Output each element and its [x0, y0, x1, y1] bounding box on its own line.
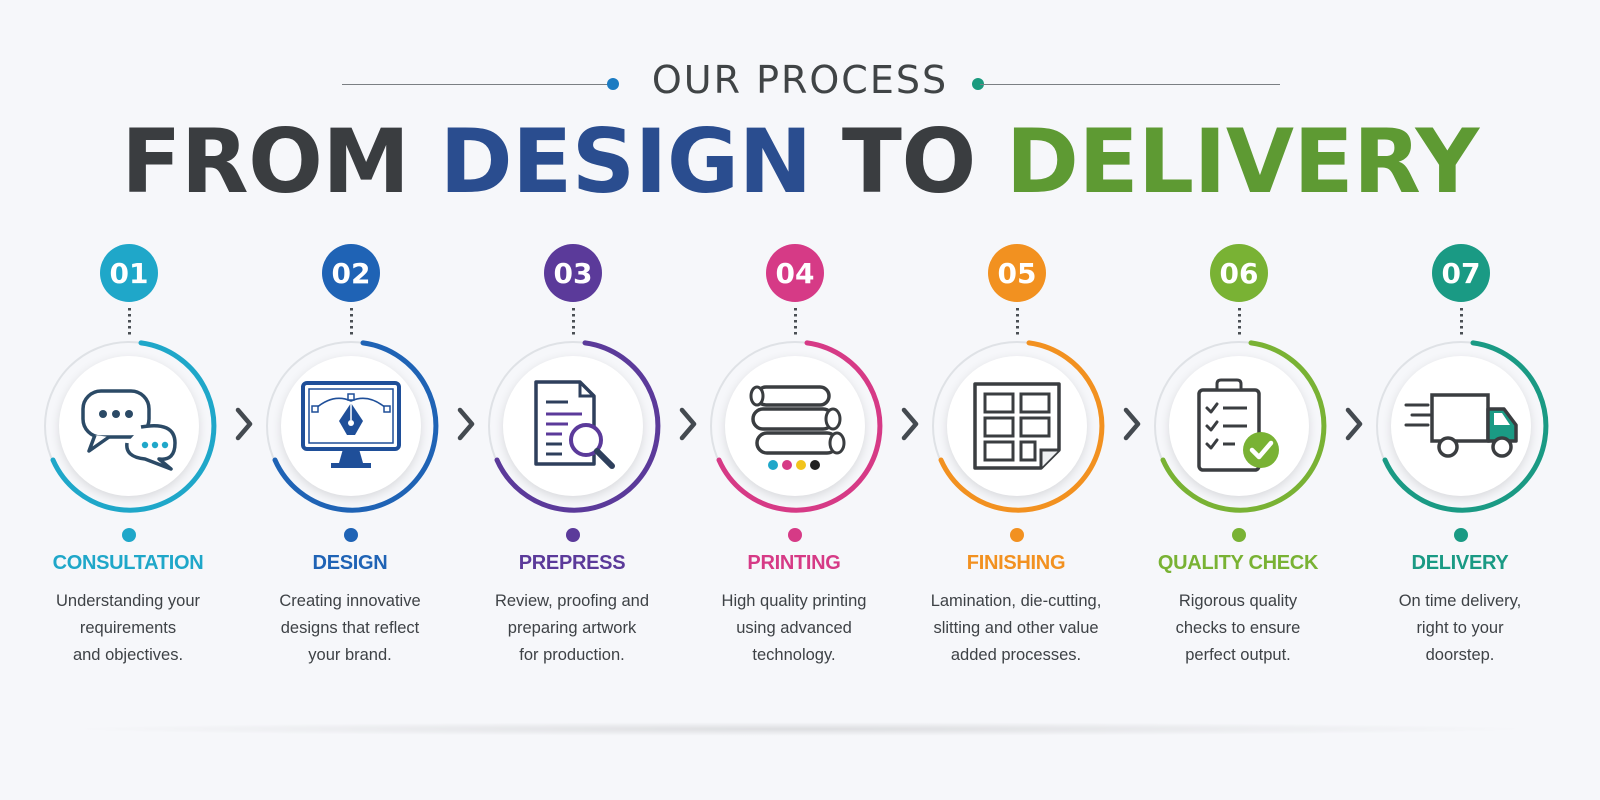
step-finishing: 05 [904, 230, 1128, 700]
title-to: TO [811, 110, 1006, 213]
step-ring [1373, 338, 1549, 514]
step-quality-check: 06 [1126, 230, 1350, 700]
step-description: Understanding your requirements and obje… [55, 592, 200, 664]
chevron-right-icon [1123, 407, 1141, 441]
step-dot [122, 528, 136, 542]
step-number-badge: 06 [1210, 244, 1268, 302]
step-title: DESIGN [312, 552, 388, 574]
pen-tool-monitor-icon [299, 379, 403, 473]
chevron-right-icon [679, 407, 697, 441]
step-title: CONSULTATION [52, 552, 204, 574]
delivery-truck-icon [1402, 391, 1520, 461]
header: OUR PROCESS FROM DESIGN TO DELIVERY [0, 0, 1600, 212]
dotted-connector [350, 308, 353, 338]
step-dot [1232, 528, 1246, 542]
step-ring [707, 338, 883, 514]
dotted-connector [1016, 308, 1019, 338]
step-description: Rigorous quality checks to ensure perfec… [1175, 592, 1301, 664]
dotted-connector [794, 308, 797, 338]
step-ring [41, 338, 217, 514]
step-consultation: 01 [16, 230, 240, 700]
printing-rollers-icon [743, 381, 847, 471]
title-delivery: DELIVERY [1005, 110, 1479, 213]
step-title: DELIVERY [1411, 552, 1509, 574]
step-dot [1010, 528, 1024, 542]
step-description: Creating innovative designs that reflect… [279, 592, 421, 664]
step-delivery: 07 [1348, 230, 1572, 700]
step-number-badge: 02 [322, 244, 380, 302]
step-ring [263, 338, 439, 514]
eyebrow-text: OUR PROCESS [651, 58, 949, 102]
title-design: DESIGN [439, 110, 813, 213]
step-description: Lamination, die-cutting, slitting and ot… [930, 592, 1102, 664]
eyebrow-rule-left [342, 84, 610, 85]
step-description: Review, proofing and preparing artwork f… [494, 592, 650, 664]
step-number-badge: 04 [766, 244, 824, 302]
chevron-right-icon [235, 407, 253, 441]
step-printing: 04 [682, 230, 906, 700]
step-description: High quality printing using advanced tec… [721, 592, 867, 664]
step-ring [485, 338, 661, 514]
eyebrow-dot-left [607, 78, 619, 90]
step-dot [344, 528, 358, 542]
step-number-badge: 05 [988, 244, 1046, 302]
step-title: PREPRESS [518, 552, 626, 574]
dotted-connector [572, 308, 575, 338]
step-description: On time delivery, right to your doorstep… [1398, 592, 1522, 664]
title-from: FROM [121, 110, 440, 213]
step-ring [1151, 338, 1327, 514]
step-number-badge: 03 [544, 244, 602, 302]
step-prepress: 03 [460, 230, 684, 700]
step-ring [929, 338, 1105, 514]
step-dot [566, 528, 580, 542]
page-title: FROM DESIGN TO DELIVERY [0, 112, 1600, 212]
process-steps: 01 [0, 230, 1600, 700]
clipboard-check-icon [1193, 378, 1285, 474]
cut-sheet-icon [971, 380, 1063, 472]
step-title: FINISHING [966, 552, 1066, 574]
step-design: 02 [238, 230, 462, 700]
eyebrow-rule-right [980, 84, 1280, 85]
floor-shadow [60, 722, 1540, 736]
chevron-right-icon [457, 407, 475, 441]
document-magnifier-icon [528, 378, 618, 474]
step-number-badge: 07 [1432, 244, 1490, 302]
dotted-connector [1238, 308, 1241, 338]
chat-bubbles-icon [79, 381, 179, 471]
dotted-connector [128, 308, 131, 338]
step-number-badge: 01 [100, 244, 158, 302]
chevron-right-icon [901, 407, 919, 441]
step-title: QUALITY CHECK [1157, 552, 1319, 574]
step-dot [1454, 528, 1468, 542]
dotted-connector [1460, 308, 1463, 338]
step-title: PRINTING [747, 552, 841, 574]
step-dot [788, 528, 802, 542]
eyebrow-dot-right [972, 78, 984, 90]
chevron-right-icon [1345, 407, 1363, 441]
